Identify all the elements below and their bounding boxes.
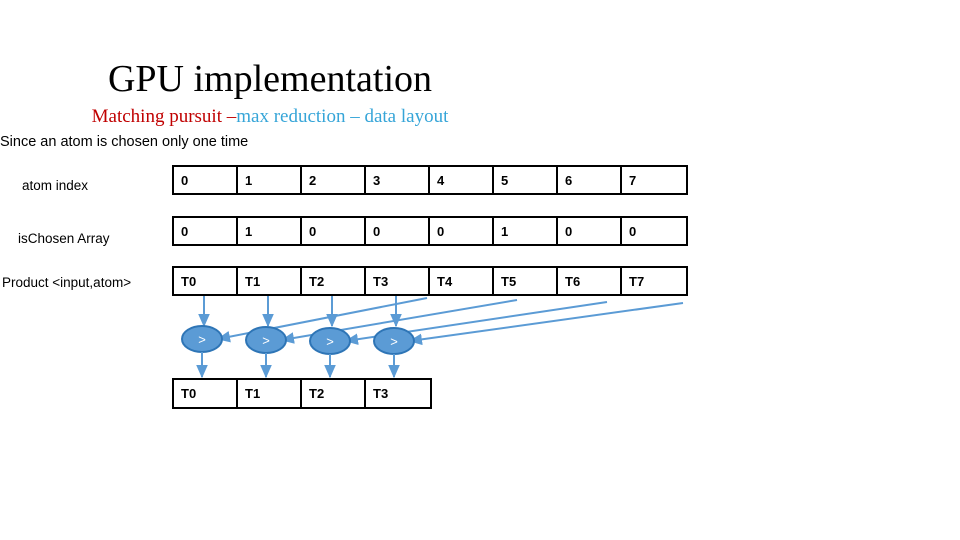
table-cell: 2: [302, 167, 366, 193]
table-cell: T3: [373, 386, 389, 401]
table-cell: T7: [629, 273, 645, 289]
table-cell: T1: [238, 380, 302, 407]
table-cell: T0: [174, 380, 238, 407]
table-cell: T6: [558, 268, 622, 294]
table-cell: T0: [174, 268, 238, 294]
table-cell: 0: [366, 218, 430, 244]
table-cell: 0: [174, 218, 238, 244]
table-cell: T5: [494, 268, 558, 294]
table-cell: T2: [302, 268, 366, 294]
comparator-symbol: >: [198, 332, 206, 347]
row-label-product-input-atom: Product <input,atom>: [2, 275, 132, 290]
comparator-symbol: >: [262, 333, 270, 348]
table-cell: 0: [430, 218, 494, 244]
table-cell: T2: [302, 380, 366, 407]
table-cell: 6: [558, 167, 622, 193]
table-cell: 0: [174, 167, 238, 193]
table-cell: 1: [494, 218, 558, 244]
table-cell: 7: [629, 172, 637, 188]
page-title: GPU implementation: [107, 58, 433, 100]
table-cell: 0: [629, 223, 637, 239]
table-cell: 3: [366, 167, 430, 193]
comparator-2[interactable]: >: [309, 327, 351, 355]
lead-text: Since an atom is chosen only one time: [0, 134, 249, 150]
table-ischosen-array: 0 1 0 0 0 1 0 0: [172, 216, 688, 246]
subtitle-segment-matching-pursuit: Matching pursuit –: [91, 106, 237, 127]
table-product-input-atom: T0 T1 T2 T3 T4 T5 T6 T7: [172, 266, 688, 296]
row-label-atom-index: atom index: [22, 178, 89, 193]
comparator-1[interactable]: >: [245, 326, 287, 354]
table-cell: 4: [430, 167, 494, 193]
table-cell: 5: [494, 167, 558, 193]
table-cell: 1: [238, 218, 302, 244]
comparator-0[interactable]: >: [181, 325, 223, 353]
comparator-symbol: >: [390, 334, 398, 349]
row-label-ischosen-array: isChosen Array: [18, 231, 110, 246]
table-cell: T3: [366, 268, 430, 294]
table-cell: T4: [430, 268, 494, 294]
table-cell: T1: [238, 268, 302, 294]
comparator-symbol: >: [326, 334, 334, 349]
diagonal-feed-arrows: [216, 297, 684, 346]
table-cell: 0: [302, 218, 366, 244]
table-cell: 0: [558, 218, 622, 244]
table-cell: 1: [238, 167, 302, 193]
table-reduction-result: T0 T1 T2 T3: [172, 378, 432, 409]
vertical-feed-arrows: [198, 296, 402, 328]
page-subtitle: Matching pursuit –max reduction – data l…: [0, 105, 540, 128]
comparator-output-arrows: [196, 352, 400, 379]
comparator-3[interactable]: >: [373, 327, 415, 355]
table-atom-index: 0 1 2 3 4 5 6 7: [172, 165, 688, 195]
subtitle-segment-max-reduction: max reduction – data layout: [236, 106, 449, 127]
